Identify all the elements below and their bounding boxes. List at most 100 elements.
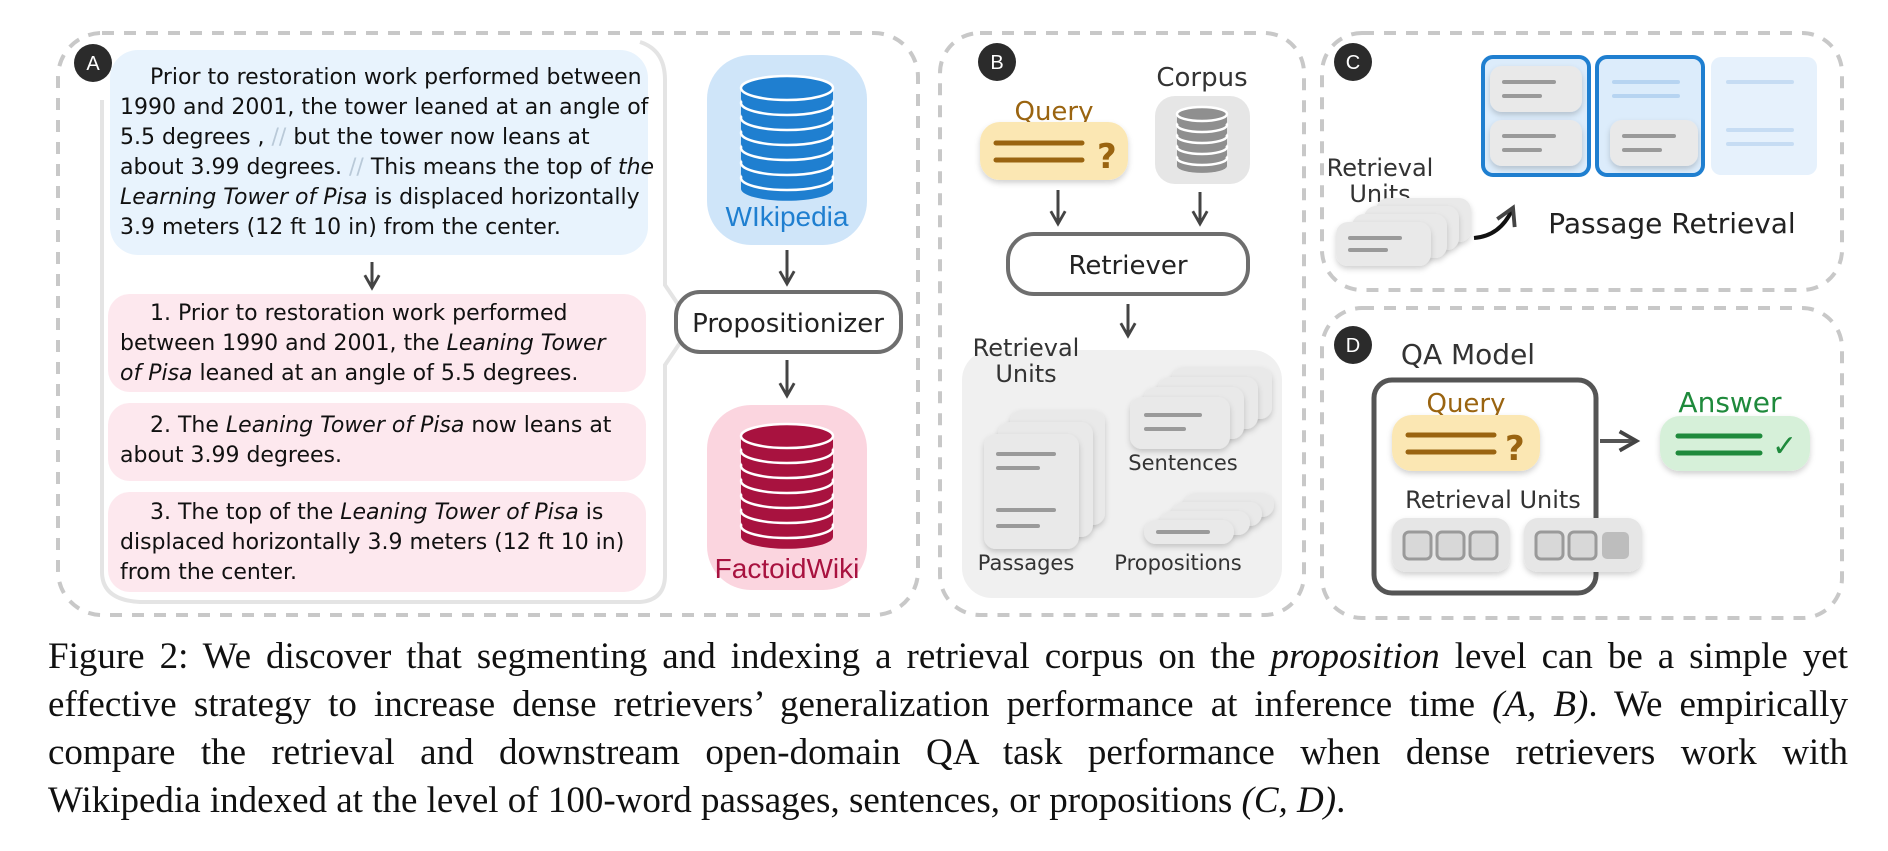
proposition-segment: about 3.99 degrees.: [120, 443, 342, 468]
proposition-segment: is: [579, 500, 604, 525]
sentences-stack-icon: [1130, 367, 1272, 449]
c-curved-arrow: [1473, 204, 1517, 240]
proposition-segment: displaced horizontally 3.9 meters (12 ft…: [120, 530, 624, 555]
caption-segment: compare the retrieval and downstream ope…: [48, 732, 1848, 773]
proposition-segment: Leaning Tower of Pisa: [226, 413, 465, 438]
answer-bubble: [1660, 416, 1810, 471]
paragraph-segment: 5.5 degrees ,: [120, 125, 265, 150]
paragraph-segment: is displaced horizontally: [368, 185, 640, 210]
panel-d-badge: [1334, 326, 1372, 364]
d-unit-groups-icon: [1392, 518, 1642, 572]
caption-line: compare the retrieval and downstream ope…: [48, 729, 1848, 777]
caption-segment: (A, B): [1492, 684, 1589, 725]
proposition-box-2: [108, 403, 646, 481]
retrieval-units-label-1: Retrieval: [973, 334, 1080, 362]
proposition-line: from the center.: [120, 560, 297, 585]
paragraph-line: about 3.99 degrees. // This means the to…: [120, 155, 654, 180]
caption-line: Wikipedia indexed at the level of 100-wo…: [48, 777, 1848, 825]
panel-a-badge: [74, 44, 112, 82]
d-query-lines-icon: [1405, 432, 1497, 455]
database-disk-top: [739, 74, 835, 102]
panel-b-border: [938, 31, 1306, 617]
proposition-line: about 3.99 degrees.: [120, 443, 342, 468]
database-disk-top: [1175, 105, 1229, 123]
caption-segment: level can be a simple yet: [1439, 636, 1848, 677]
paragraph-segment: 3.9 meters (12 ft 10 in) from the center…: [120, 215, 561, 240]
paragraph-line: Prior to restoration work performed betw…: [150, 65, 642, 90]
paragraph-segment: This means the top of: [364, 155, 618, 180]
check-icon: ✓: [1772, 429, 1797, 464]
propositionizer-box: [674, 290, 903, 354]
propositions-label: Propositions: [1114, 551, 1241, 575]
sentence-card: [1130, 397, 1230, 449]
figure-caption: Figure 2: We discover that segmenting an…: [48, 633, 1848, 825]
paragraph-segment: //: [342, 155, 364, 180]
proposition-segment: Leaning Tower: [447, 331, 608, 356]
proposition-segment: of Pisa: [120, 361, 193, 386]
answer-label: Answer: [1678, 386, 1782, 419]
caption-line: Figure 2: We discover that segmenting an…: [48, 633, 1848, 681]
c-unit-card: [1336, 222, 1431, 266]
proposition-segment: 3. The top of the: [150, 500, 340, 525]
query-bubble: [980, 122, 1128, 180]
panel-c-badge: [1334, 43, 1372, 81]
proposition-segment: from the center.: [120, 560, 297, 585]
retrieval-units-label-2: Units: [995, 360, 1056, 388]
d-unit-square: [1468, 530, 1499, 561]
proposition-line: 3. The top of the Leaning Tower of Pisa …: [150, 500, 603, 525]
propositions-stack-icon: [1144, 493, 1274, 544]
factoidwiki-label: FactoidWiki: [715, 553, 860, 584]
proposition-segment: 1. Prior to restoration work performed: [150, 301, 567, 326]
corpus-database-icon: [1175, 105, 1229, 173]
panel-c-border: [1320, 31, 1844, 292]
retriever-box: [1006, 232, 1250, 296]
paragraph-segment: the: [618, 155, 654, 180]
d-unit-square: [1567, 530, 1598, 561]
caption-segment: . We empirically: [1588, 684, 1848, 725]
panel-c: C Retrieval Units Passage Retrieval: [1320, 31, 1844, 292]
wikipedia-database-icon: [739, 74, 835, 201]
caption-segment: (C, D): [1241, 780, 1337, 821]
caption-segment: effective strategy to increase dense ret…: [48, 684, 1493, 725]
paragraph-line: 5.5 degrees , // but the tower now leans…: [120, 125, 590, 150]
panel-d: D QA Model Query ? Retrieval Units Answe…: [1320, 306, 1844, 620]
d-unit-square: [1534, 530, 1565, 561]
proposition-line: displaced horizontally 3.9 meters (12 ft…: [120, 530, 624, 555]
caption-segment: .: [1336, 780, 1346, 821]
paragraph-segment: Learning Tower of Pisa: [120, 185, 368, 210]
d-query-bubble: [1392, 415, 1540, 471]
c-passage-cards: [1490, 66, 1794, 166]
proposition-segment: Leaning Tower of Pisa: [340, 500, 579, 525]
d-question-mark-icon: ?: [1505, 429, 1525, 469]
figure-diagram: A WIkipedia Propositionizer FactoidWiki …: [56, 31, 1844, 620]
panel-c-badge-label: C: [1346, 52, 1360, 74]
c-retrieval-units-label-1: Retrieval: [1327, 154, 1434, 182]
proposition-line: between 1990 and 2001, the Leaning Tower: [120, 331, 608, 356]
paragraph-line: 1990 and 2001, the tower leaned at an an…: [120, 95, 650, 120]
panel-a-bracket: [100, 40, 695, 604]
d-unit-square: [1602, 532, 1629, 559]
proposition-segment: now leans at: [464, 413, 611, 438]
proposition-box-3: [108, 492, 646, 592]
qa-model-label: QA Model: [1401, 338, 1535, 371]
c-card: [1610, 120, 1698, 166]
proposition-line: of Pisa leaned at an angle of 5.5 degree…: [120, 361, 578, 386]
caption-line: effective strategy to increase dense ret…: [48, 681, 1848, 729]
wikipedia-label: WIkipedia: [726, 201, 849, 232]
panel-a-border: [56, 31, 920, 617]
panel-a-badge-label: A: [86, 53, 100, 75]
passage-card: [984, 434, 1079, 549]
proposition-line: 1. Prior to restoration work performed: [150, 301, 567, 326]
caption-segment: proposition: [1270, 636, 1440, 677]
panel-a: A WIkipedia Propositionizer FactoidWiki …: [56, 31, 920, 617]
passages-label: Passages: [978, 551, 1075, 575]
c-retrieval-units-stack-icon: [1336, 198, 1471, 266]
paragraph-line: 3.9 meters (12 ft 10 in) from the center…: [120, 215, 561, 240]
paragraph-line: Learning Tower of Pisa is displaced hori…: [120, 185, 640, 210]
paragraph-segment: //: [265, 125, 287, 150]
passages-stack-icon: [984, 410, 1105, 549]
proposition-segment: between 1990 and 2001, the: [120, 331, 447, 356]
answer-lines-icon: [1675, 433, 1763, 456]
c-column-3: [1711, 57, 1817, 175]
panel-d-badge-label: D: [1346, 335, 1360, 357]
